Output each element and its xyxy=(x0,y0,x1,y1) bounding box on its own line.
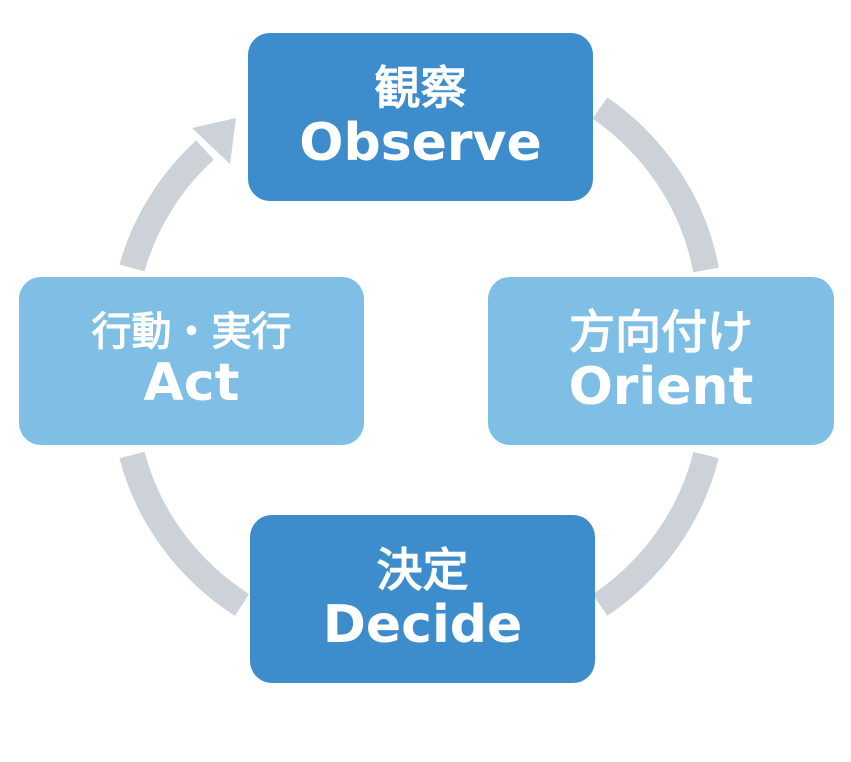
node-act-jp-label: 行動・実行 xyxy=(91,309,292,356)
node-act-en-label: Act xyxy=(143,353,240,414)
cycle-arrowhead xyxy=(192,118,236,164)
ring-segment-orient-decide xyxy=(592,451,719,616)
node-act: 行動・実行 Act xyxy=(19,277,364,445)
node-decide-en-label: Decide xyxy=(322,594,523,655)
node-observe-jp-label: 観察 xyxy=(374,60,467,115)
node-orient-en-label: Orient xyxy=(568,356,754,417)
node-decide-jp-label: 決定 xyxy=(376,542,469,597)
node-observe-en-label: Observe xyxy=(299,112,542,173)
node-observe: 観察 Observe xyxy=(248,33,593,201)
ring-segment-observe-orient xyxy=(592,97,719,273)
node-orient-jp-label: 方向付け xyxy=(569,304,753,359)
ring-segment-act-observe xyxy=(119,140,214,272)
node-orient: 方向付け Orient xyxy=(488,277,834,445)
ring-segment-decide-act xyxy=(119,451,250,616)
node-decide: 決定 Decide xyxy=(250,515,595,683)
